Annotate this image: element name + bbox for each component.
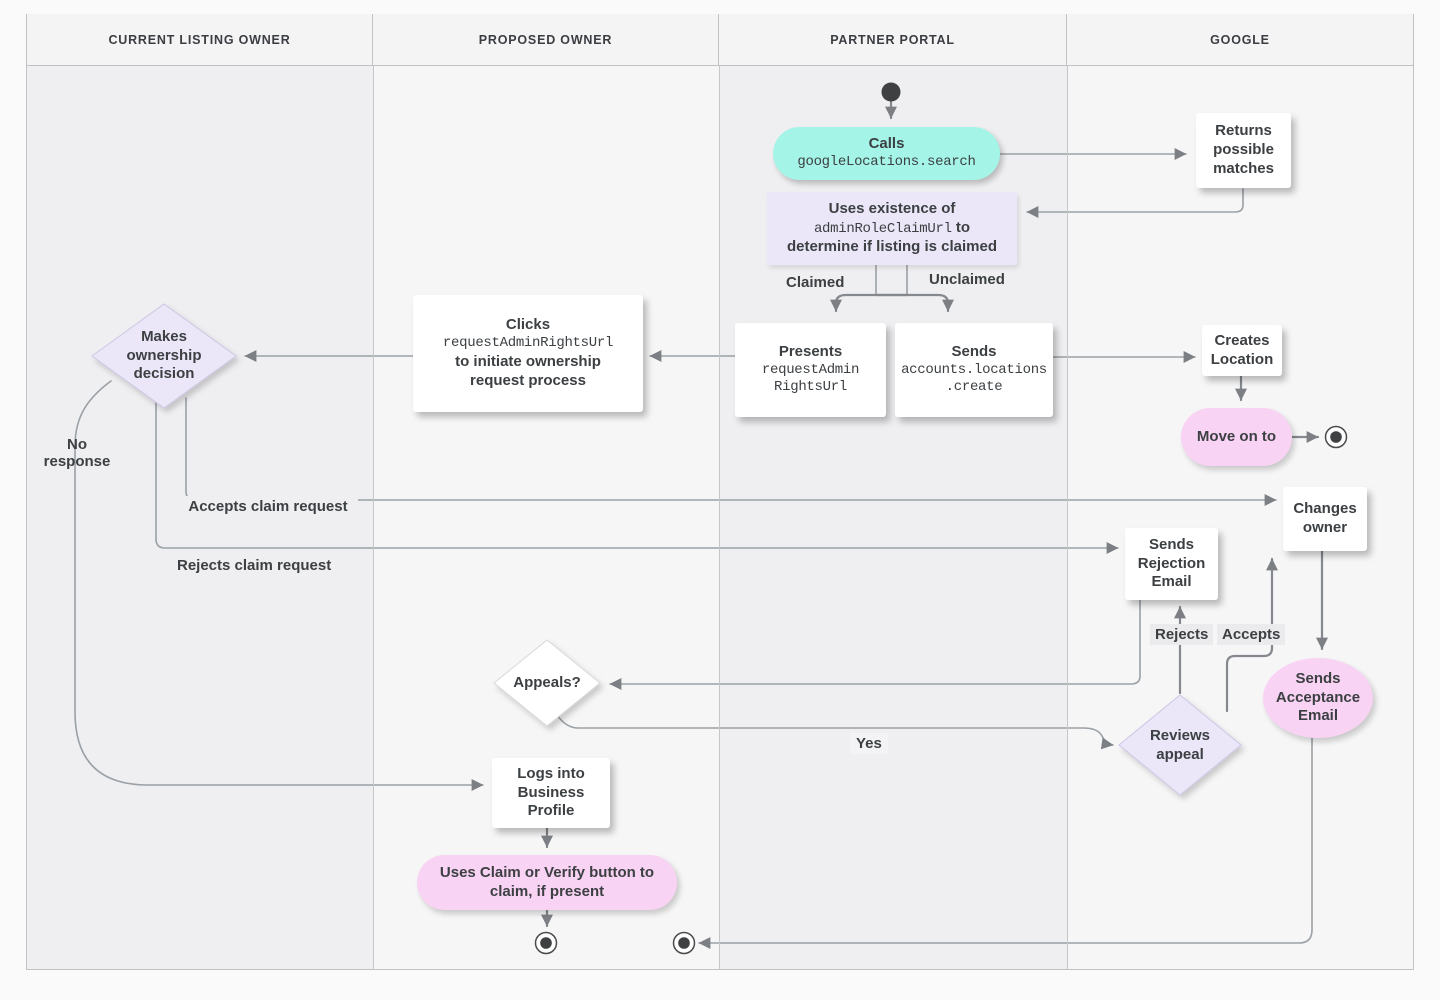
sends-acceptance-email-node: Sends Acceptance Email: [1263, 658, 1373, 738]
node-text: Returns possible matches: [1213, 122, 1274, 177]
edge-accepts-up: [1225, 557, 1278, 713]
node-text: Move on to: [1196, 427, 1277, 445]
note-line3: determine if listing is claimed: [786, 238, 998, 256]
lane-separator: [373, 66, 374, 970]
end-node-moveon: [1324, 425, 1348, 449]
logs-into-business-profile-node: Logs into Business Profile: [492, 758, 610, 828]
node-text: Sends Rejection Email: [1137, 535, 1206, 591]
node-title: Presents: [778, 342, 843, 360]
end-node-portal: [672, 931, 696, 955]
edge-unclaimed-branch: [874, 293, 954, 313]
lane-header-current-listing-owner: CURRENT LISTING OWNER: [27, 14, 373, 66]
edge-rejection-to-appeals: [609, 599, 1141, 690]
lane-header-partner-portal: PARTNER PORTAL: [719, 14, 1067, 66]
lane-title: GOOGLE: [1210, 32, 1270, 47]
appeals-label: Appeals?: [513, 673, 581, 691]
node-code: requestAdmin: [761, 361, 860, 378]
lane-current-listing-owner: [27, 66, 373, 970]
move-on-to-node: Move on to: [1181, 408, 1292, 466]
makes-ownership-decision-label: Makes ownership decision: [126, 327, 202, 383]
node-title: Sends: [951, 342, 997, 360]
lane-separator: [719, 66, 720, 970]
presents-request-admin-rights-url-node: Presents requestAdmin RightsUrl: [735, 323, 886, 417]
lane-title: PROPOSED OWNER: [478, 32, 613, 47]
note-line2-suffix: to: [955, 218, 971, 236]
label-accepts: Accepts: [1217, 624, 1286, 645]
node-code: requestAdminRightsUrl: [442, 335, 614, 352]
note-line1: Uses existence of: [828, 199, 956, 217]
changes-owner-node: Changes owner: [1283, 487, 1367, 551]
note-line2: adminRoleClaimUrl to: [814, 219, 970, 239]
lane-header-google: GOOGLE: [1067, 14, 1413, 66]
reviews-appeal-diamond: [1118, 694, 1242, 796]
label-accepts-claim-request: Accepts claim request: [178, 496, 358, 517]
node-text: Logs into Business Profile: [517, 764, 585, 820]
returns-possible-matches-node: Returns possible matches: [1196, 113, 1291, 188]
node-text: Uses Claim or Verify button to claim, if…: [439, 863, 655, 900]
appeals-diamond: [493, 639, 601, 727]
start-node: [881, 82, 901, 102]
node-line: request process: [470, 371, 586, 389]
node-line: to initiate ownership: [455, 352, 601, 370]
sends-accounts-locations-create-node: Sends accounts.locations .create: [895, 323, 1053, 417]
node-title: Calls: [868, 135, 905, 153]
reviews-appeal-label: Reviews appeal: [1149, 727, 1211, 763]
label-yes: Yes: [850, 733, 888, 754]
lane-separator: [1067, 66, 1068, 970]
creates-location-node: Creates Location: [1202, 325, 1282, 376]
label-claimed: Claimed: [786, 274, 845, 291]
node-code: .create: [945, 379, 1003, 396]
edge-claimed-branch: [830, 293, 909, 313]
clicks-request-admin-rights-url-node: Clicks requestAdminRightsUrl to initiate…: [413, 295, 643, 412]
node-code: RightsUrl: [774, 379, 847, 396]
note-code: adminRoleClaimUrl: [813, 220, 952, 237]
calls-google-locations-search-node: Calls googleLocations.search: [773, 127, 1000, 180]
edge-returns-to-note: [1026, 188, 1244, 218]
uses-claim-or-verify-node: Uses Claim or Verify button to claim, if…: [417, 855, 677, 910]
edge-no-response: [74, 380, 484, 791]
lane-title: CURRENT LISTING OWNER: [108, 32, 291, 47]
label-no-response: No response: [43, 436, 111, 470]
end-node-proposed: [534, 931, 558, 955]
node-text: Changes owner: [1293, 500, 1357, 536]
label-unclaimed: Unclaimed: [929, 271, 1005, 288]
node-code: googleLocations.search: [797, 154, 976, 171]
node-text: Creates Location: [1210, 331, 1274, 368]
decision-diamond: [91, 303, 237, 409]
label-rejects-claim-request: Rejects claim request: [177, 557, 332, 574]
sends-rejection-email-node: Sends Rejection Email: [1125, 528, 1218, 600]
edge-rejects-claim: [155, 397, 1119, 554]
node-text: Sends Acceptance Email: [1275, 669, 1361, 725]
node-title: Clicks: [505, 316, 551, 334]
lane-title: PARTNER PORTAL: [830, 32, 955, 47]
label-rejects: Rejects: [1150, 624, 1214, 645]
edge-acceptance-to-end: [698, 737, 1313, 949]
node-code: accounts.locations: [901, 361, 1047, 378]
uses-existence-note: Uses existence of adminRoleClaimUrl to d…: [767, 192, 1017, 265]
lane-header-proposed-owner: PROPOSED OWNER: [373, 14, 719, 66]
edge-appeals-yes: [553, 709, 1114, 750]
